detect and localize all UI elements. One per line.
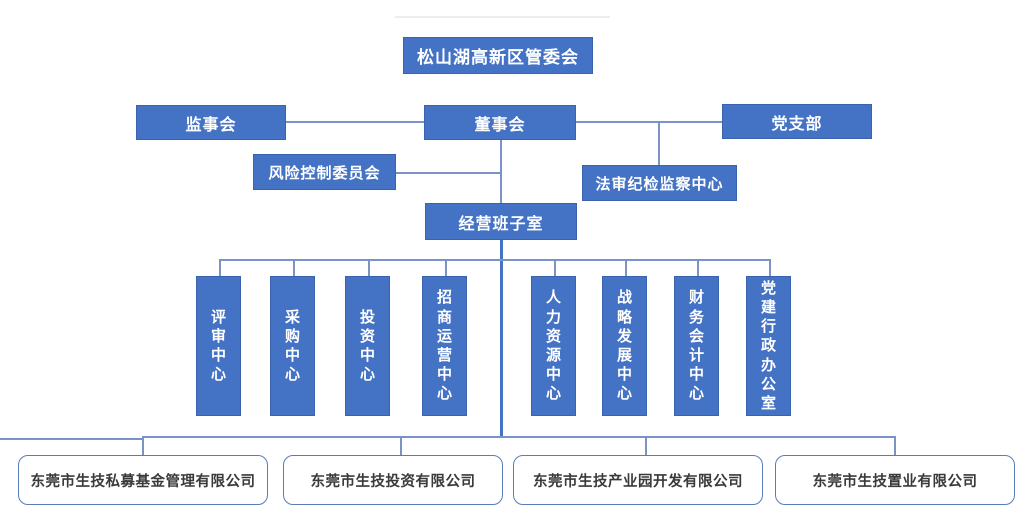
org-node-dept-human-resources-center: 人力资源中心 xyxy=(531,276,576,416)
org-node-subsidiary-private-fund-management: 东莞市生技私募基金管理有限公司 xyxy=(18,455,268,505)
org-node-subsidiary-industrial-park-development: 东莞市生技产业园开发有限公司 xyxy=(513,455,763,505)
org-node-subsidiary-investment: 东莞市生技投资有限公司 xyxy=(283,455,503,505)
org-node-label: 风险控制委员会 xyxy=(268,163,381,182)
org-node-label: 法审纪检监察中心 xyxy=(595,174,724,193)
org-node-label: 东莞市生技投资有限公司 xyxy=(310,473,476,490)
org-node-dept-party-building-admin-office: 党建行政办公室 xyxy=(746,276,791,416)
connector-drop-legal-center xyxy=(658,121,660,165)
org-node-supervisory-board: 监事会 xyxy=(136,105,286,140)
org-node-dept-investment-promotion-operations-center: 招商运营中心 xyxy=(422,276,467,416)
org-node-management-office: 经营班子室 xyxy=(425,203,577,240)
org-node-risk-control-committee: 风险控制委员会 xyxy=(253,154,396,190)
connector-drop-dept-2 xyxy=(293,259,295,276)
org-node-board-of-directors: 董事会 xyxy=(424,105,576,140)
connector-departments-span xyxy=(219,259,770,261)
org-node-label: 董事会 xyxy=(474,114,526,134)
org-node-label: 经营班子室 xyxy=(458,213,544,233)
org-node-label: 财务会计中心 xyxy=(688,288,704,403)
org-node-label: 党建行政办公室 xyxy=(760,278,776,412)
connector-drop-subsidiary-1 xyxy=(142,436,144,455)
org-node-dept-investment-center: 投资中心 xyxy=(345,276,390,416)
top-faint-line xyxy=(395,16,610,18)
org-node-label: 松山湖高新区管委会 xyxy=(417,48,579,68)
org-node-legal-audit-discipline-center: 法审纪检监察中心 xyxy=(582,165,737,201)
org-node-dept-review-center: 评审中心 xyxy=(196,276,241,416)
org-node-label: 招商运营中心 xyxy=(436,288,452,403)
org-node-subsidiary-real-estate: 东莞市生技置业有限公司 xyxy=(775,455,1015,505)
connector-board-to-management xyxy=(500,140,502,203)
connector-drop-dept-7 xyxy=(697,259,699,276)
org-node-label: 党支部 xyxy=(771,113,823,133)
connector-drop-dept-8 xyxy=(769,259,771,276)
org-node-party-branch: 党支部 xyxy=(722,104,872,139)
org-node-label: 投资中心 xyxy=(359,307,375,384)
org-node-label: 采购中心 xyxy=(284,307,300,384)
connector-board-to-party xyxy=(576,121,722,123)
org-node-dept-strategic-development-center: 战略发展中心 xyxy=(602,276,647,416)
connector-drop-dept-1 xyxy=(219,259,221,276)
org-node-dept-finance-accounting-center: 财务会计中心 xyxy=(674,276,719,416)
org-node-label: 东莞市生技产业园开发有限公司 xyxy=(533,473,743,490)
connector-trunk-center xyxy=(500,240,503,437)
org-node-label: 监事会 xyxy=(185,114,237,134)
connector-risk-committee xyxy=(396,172,501,174)
connector-left-tail xyxy=(0,438,142,440)
org-node-label: 战略发展中心 xyxy=(616,288,632,403)
org-node-label: 人力资源中心 xyxy=(545,288,561,403)
connector-subsidiaries-span xyxy=(142,436,896,438)
connector-drop-dept-3 xyxy=(368,259,370,276)
connector-drop-subsidiary-4 xyxy=(894,436,896,455)
org-node-label: 东莞市生技置业有限公司 xyxy=(812,473,978,490)
connector-supervisory-to-board xyxy=(286,121,424,123)
connector-drop-dept-6 xyxy=(625,259,627,276)
org-node-label: 评审中心 xyxy=(210,307,226,384)
connector-drop-dept-4 xyxy=(445,259,447,276)
org-node-label: 东莞市生技私募基金管理有限公司 xyxy=(30,473,256,490)
connector-drop-subsidiary-3 xyxy=(645,436,647,455)
org-node-management-committee: 松山湖高新区管委会 xyxy=(403,37,593,74)
org-node-dept-procurement-center: 采购中心 xyxy=(270,276,315,416)
connector-drop-subsidiary-2 xyxy=(400,436,402,455)
connector-drop-dept-5 xyxy=(554,259,556,276)
